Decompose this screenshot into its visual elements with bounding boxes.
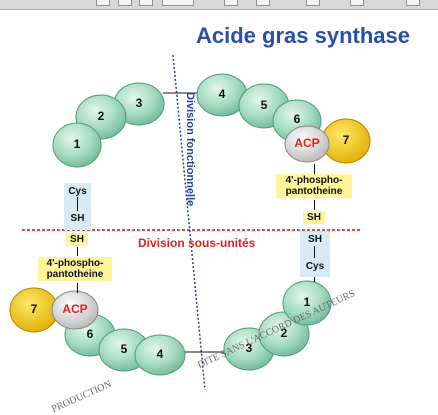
domain-label-5: 5 (260, 98, 268, 112)
acp-domain (51, 290, 99, 330)
domain-label-6: 6 (86, 327, 94, 341)
domain-label-4: 4 (156, 347, 164, 361)
acp-domain (284, 125, 330, 163)
phospho-line1: 4'-phospho- (46, 258, 104, 269)
sh-label: SH (70, 213, 85, 224)
cys-label: Cys (305, 261, 325, 272)
sh-label: SH (303, 211, 325, 224)
toolbar-button[interactable] (118, 0, 132, 6)
toolbar-strip (0, 0, 438, 10)
phospho-line2: pantotheine (46, 269, 104, 280)
phospho-line2: pantotheine (285, 186, 343, 197)
cys-label: Cys (68, 186, 87, 197)
domain-label-6: 6 (293, 112, 301, 126)
toolbar-field[interactable] (162, 0, 194, 6)
toolbar-button[interactable] (306, 0, 320, 6)
toolbar-button[interactable] (256, 0, 270, 6)
bond-line (314, 164, 315, 174)
acp-label: ACP (294, 136, 320, 150)
phosphopantetheine-label: 4'-phospho- pantotheine (38, 257, 112, 281)
bond-line (77, 197, 78, 211)
division-subunits-label: Division sous-unités (138, 236, 256, 250)
domain-label-3: 3 (245, 341, 253, 355)
domain-1 (52, 122, 102, 168)
domain-label-4: 4 (218, 87, 226, 101)
domain-label-7: 7 (30, 302, 38, 316)
domain-label-1: 1 (73, 137, 81, 151)
sh-label: SH (308, 234, 322, 245)
domain-label-2: 2 (280, 326, 288, 340)
acp-label: ACP (62, 302, 88, 316)
domain-label-2: 2 (97, 109, 105, 123)
toolbar-button[interactable] (96, 0, 110, 6)
bond-line (77, 247, 78, 256)
bond-line (77, 283, 78, 293)
domain-label-3: 3 (135, 96, 143, 110)
diagram-title: Acide gras synthase (196, 23, 410, 48)
domain-label-5: 5 (120, 342, 128, 356)
domain-label-7: 7 (342, 133, 350, 147)
bond-line (314, 246, 315, 258)
toolbar-button[interactable] (224, 0, 238, 6)
cys-sh-box (300, 231, 330, 277)
division-functional-label: Division fonctionnelle (184, 92, 196, 207)
domain-1 (282, 280, 332, 326)
domain-label-1: 1 (303, 295, 311, 309)
toolbar-button[interactable] (406, 0, 420, 6)
sh-label: SH (66, 233, 88, 246)
functional-division-line (172, 54, 206, 391)
bond-line (314, 277, 315, 282)
phosphopantetheine-label: 4'-phospho- pantotheine (276, 174, 352, 198)
domain-4 (134, 334, 186, 376)
toolbar-button[interactable] (350, 0, 364, 6)
phospho-line1: 4'-phospho- (285, 175, 343, 186)
bond-line (314, 200, 315, 210)
toolbar-button[interactable] (139, 0, 153, 6)
